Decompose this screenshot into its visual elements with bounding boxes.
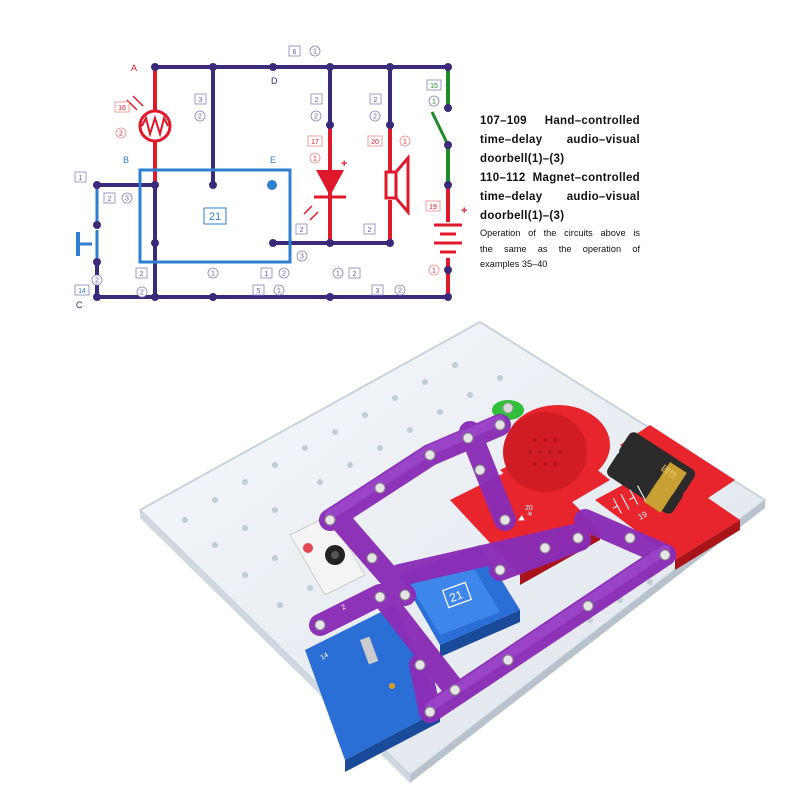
description-block: 107–109 Hand–controlled time–delay audio… xyxy=(480,112,640,273)
title-line: 107–109 Hand–controlled xyxy=(480,115,640,127)
label-top-wire: 6 1 xyxy=(288,45,321,57)
node-b: B xyxy=(123,155,129,165)
svg-text:2: 2 xyxy=(140,290,144,297)
label-wire-3-top: 3 2 xyxy=(194,93,207,122)
svg-text:2: 2 xyxy=(314,114,318,121)
svg-text:2: 2 xyxy=(282,271,286,278)
circuit-schematic: + + 21 xyxy=(74,45,467,310)
speaker-block-label: 20 xyxy=(525,505,533,512)
label-press-switch: 14 2 xyxy=(74,274,103,296)
svg-text:2: 2 xyxy=(374,97,378,104)
plate-pegs xyxy=(182,362,653,623)
svg-text:3: 3 xyxy=(300,254,304,261)
speaker-block xyxy=(500,405,610,515)
label-photoresistor: 16 2 xyxy=(114,101,130,139)
svg-text:2: 2 xyxy=(95,278,99,285)
note-line: the same as the operation of xyxy=(480,243,640,254)
label-battery: 19 1 xyxy=(425,200,441,276)
svg-text:1: 1 xyxy=(336,271,340,278)
title-line: time–delay audio–visual xyxy=(480,191,640,203)
label-chip-qty: 1 xyxy=(207,267,219,279)
svg-text:2: 2 xyxy=(119,131,123,138)
label-wire-2-right: 2 3 xyxy=(295,223,308,262)
svg-text:1: 1 xyxy=(211,271,215,278)
chip-21 xyxy=(138,168,292,264)
svg-text:17: 17 xyxy=(311,139,319,146)
svg-text:3: 3 xyxy=(199,97,203,104)
node-d: D xyxy=(271,76,278,86)
svg-text:3: 3 xyxy=(125,196,129,203)
chip-label: 21 xyxy=(209,211,221,223)
battery-plus: + xyxy=(461,205,467,217)
chip-label-box xyxy=(441,581,473,609)
svg-text:1: 1 xyxy=(403,139,407,146)
label-wire-2-led-bottom: 2 xyxy=(363,223,376,235)
label-wire-2-bottom-left: 2 2 xyxy=(135,267,148,298)
svg-text:1: 1 xyxy=(277,288,281,295)
label-speaker-wire-bottom: 2 1 xyxy=(332,267,361,279)
svg-text:2: 2 xyxy=(108,196,112,203)
svg-text:1: 1 xyxy=(432,268,436,275)
chip-label-photo: 21 xyxy=(447,587,465,605)
wire-label-photo: 2 xyxy=(341,604,348,612)
svg-text:20: 20 xyxy=(371,139,379,146)
slide-switch xyxy=(430,67,450,185)
svg-text:1: 1 xyxy=(79,175,83,182)
svg-text:1: 1 xyxy=(313,49,317,56)
battery-block xyxy=(595,425,740,570)
label-switch-left-1: 1 xyxy=(74,171,87,183)
svg-text:2: 2 xyxy=(398,288,402,295)
svg-text:1: 1 xyxy=(313,156,317,163)
svg-text:2: 2 xyxy=(198,114,202,121)
svg-text:2: 2 xyxy=(140,271,144,278)
label-speaker: 20 1 xyxy=(367,135,411,147)
svg-text:2: 2 xyxy=(373,114,377,121)
node-e: E xyxy=(270,155,276,165)
svg-text:15: 15 xyxy=(430,83,438,90)
svg-text:2: 2 xyxy=(353,271,357,278)
part-labels: 6 1 3 2 16 2 2 2 17 1 2 2 20 1 15 1 19 1… xyxy=(74,45,442,298)
label-led: 17 1 xyxy=(307,135,323,164)
speaker xyxy=(384,125,410,243)
battery xyxy=(434,185,462,297)
label-switch-left-wire: 2 3 xyxy=(103,192,133,204)
svg-text:1: 1 xyxy=(265,271,269,278)
title-line: doorbell(1)–(3) xyxy=(480,153,565,165)
svg-text:14: 14 xyxy=(78,288,86,295)
label-wire-3-bottom: 3 2 xyxy=(371,284,406,296)
description-title: 107–109 Hand–controlled time–delay audio… xyxy=(480,112,640,226)
svg-text:1: 1 xyxy=(432,99,436,106)
note-line: examples 35–40 xyxy=(480,259,548,269)
svg-text:3: 3 xyxy=(376,288,380,295)
snap-rivets xyxy=(314,419,671,718)
svg-text:19: 19 xyxy=(429,204,437,211)
note-line: Operation of the circuits above is xyxy=(480,228,640,238)
description-note: Operation of the circuits above is the s… xyxy=(480,226,640,273)
blue-block-label: 14 xyxy=(320,652,330,662)
title-line: doorbell(1)–(3) xyxy=(480,210,565,222)
label-speaker-wire-top: 2 2 xyxy=(369,93,382,122)
svg-text:5: 5 xyxy=(257,288,261,295)
led xyxy=(303,125,346,243)
photoresistor-block xyxy=(289,514,366,596)
label-wire-1-bottom: 1 2 xyxy=(260,267,290,279)
node-a: A xyxy=(131,63,137,73)
node-c: C xyxy=(76,300,83,310)
svg-text:6: 6 xyxy=(293,49,297,56)
label-led-wire-top: 2 2 xyxy=(310,93,323,122)
svg-text:16: 16 xyxy=(118,105,126,112)
node-dots xyxy=(93,63,452,301)
led-plus: + xyxy=(341,158,347,170)
svg-text:2: 2 xyxy=(315,97,319,104)
assembled-kit-photo: + ◄ + 20 碳性 19 ┤│┤│ xyxy=(138,320,767,783)
title-line: 110–112 Magnet–controlled xyxy=(480,172,640,184)
title-line: time–delay audio–visual xyxy=(480,134,640,146)
press-switch xyxy=(76,185,99,265)
label-wire-5: 5 1 xyxy=(252,284,285,296)
photoresistor xyxy=(126,67,172,185)
svg-text:2: 2 xyxy=(368,227,372,234)
svg-text:2: 2 xyxy=(300,227,304,234)
label-switch-top: 15 1 xyxy=(426,79,442,107)
